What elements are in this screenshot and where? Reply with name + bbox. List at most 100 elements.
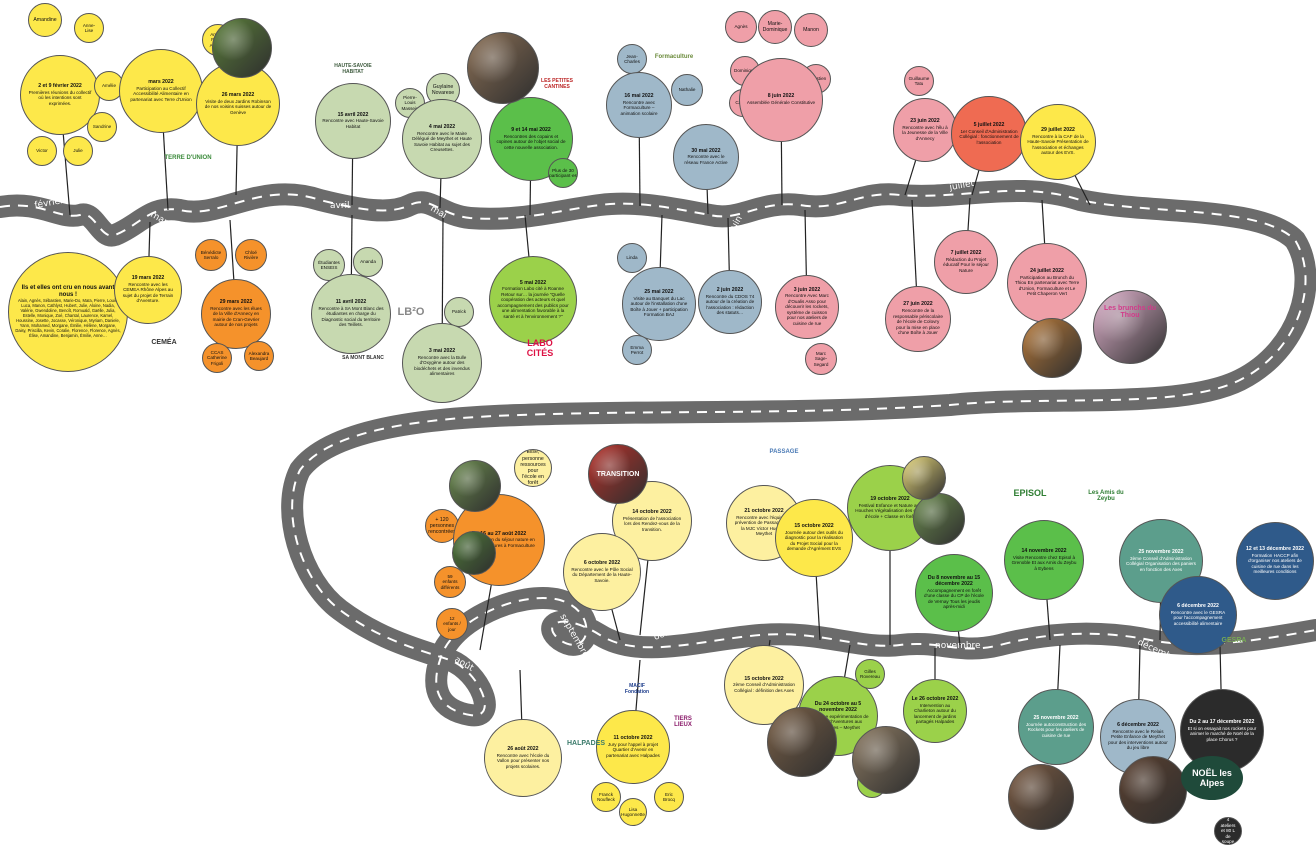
person-name: 12 enfants / jour bbox=[443, 615, 461, 632]
person-bubble: CCAS Catherine Frigoli bbox=[202, 343, 232, 373]
event-date: 15 octobre 2022 bbox=[744, 675, 784, 682]
logo-formaculture: Formaculture bbox=[654, 54, 694, 60]
event-date: Du 24 octobre au 5 novembre 2022 bbox=[814, 700, 862, 713]
event-description: Visite au Banquet du Lac autour de l'ins… bbox=[630, 295, 688, 318]
person-bubble: Marc Sage-Segard bbox=[805, 343, 837, 375]
photo-circle bbox=[1119, 756, 1187, 824]
event-date: 29 juillet 2022 bbox=[1041, 127, 1075, 134]
photo-circle bbox=[212, 18, 272, 78]
person-name: Victor bbox=[36, 148, 48, 154]
person-bubble: Emma Perrot bbox=[622, 335, 652, 365]
event-date: 2 juin 2022 bbox=[716, 287, 744, 294]
person-bubble: Alexandra Beaujard bbox=[244, 341, 274, 371]
photo-circle bbox=[452, 531, 496, 575]
event-description: Rencontre du CDOS 74 autour de la créati… bbox=[705, 293, 755, 316]
person-bubble: 59 enfants différents bbox=[434, 566, 466, 598]
event-description: Rencontre avec le Maire Délégué de Meyth… bbox=[412, 130, 472, 153]
event-date: Du 2 au 17 décembre 2022 bbox=[1189, 718, 1255, 725]
event-date: 7 juillet 2022 bbox=[950, 249, 982, 256]
logo-lb2o: LB²O bbox=[397, 306, 425, 318]
month-label-avril: avril bbox=[330, 201, 350, 211]
logo-amis-zeybu: Les Amis du Zeybu bbox=[1088, 490, 1124, 502]
person-name: CCAS Catherine Frigoli bbox=[207, 349, 227, 366]
person-bubble: Chloé Rivière bbox=[235, 239, 267, 271]
event-description: Rencontre avec le Pôle Social du Départe… bbox=[571, 566, 633, 583]
event-date: 24 juillet 2022 bbox=[1030, 268, 1064, 275]
person-name: Étudiantes ENSEIS bbox=[318, 259, 340, 271]
person-name: Lisa Hugonnette bbox=[621, 806, 645, 818]
photo-circle bbox=[467, 32, 539, 104]
person-bubble: Gilles Rovereau bbox=[855, 659, 885, 689]
event-date: 30 mai 2022 bbox=[691, 147, 721, 154]
person-name: Emma Perrot bbox=[630, 344, 644, 356]
person-name: Patrick bbox=[451, 309, 467, 315]
person-name: Franck Noufleck bbox=[597, 791, 615, 803]
logo-sa-mont-blanc: SA MONT BLANC bbox=[342, 355, 384, 361]
person-name: Bénédicte Serralo bbox=[200, 249, 222, 261]
event-date: mars 2022 bbox=[148, 78, 174, 85]
logo-macif: MACIF Fondation bbox=[624, 683, 650, 695]
event-description: Deuxième expérimentation de Terrain d'Av… bbox=[807, 713, 869, 730]
event-date: 8 juin 2022 bbox=[767, 93, 795, 100]
event-description: Visite Rencontre chez Episol à Grenoble … bbox=[1011, 554, 1077, 571]
person-name: Guillaume Tatu bbox=[908, 75, 930, 87]
photo-circle bbox=[1008, 764, 1074, 830]
event-date: 29 mars 2022 bbox=[219, 299, 253, 306]
person-bubble: Julie bbox=[63, 136, 93, 166]
event-date: 15 avril 2022 bbox=[337, 111, 369, 118]
person-bubble: Agnès bbox=[725, 11, 757, 43]
logo-terre-union: TERRE D'UNION bbox=[164, 155, 212, 161]
person-name: Anne-Lise bbox=[82, 22, 96, 34]
person-name: Agnès bbox=[734, 24, 748, 30]
person-bubble: Amandine bbox=[28, 3, 62, 37]
month-label-février: février bbox=[34, 195, 65, 211]
person-bubble: Patrick bbox=[444, 297, 474, 327]
event-description: Festival Enfance et Nature aux Houches V… bbox=[855, 502, 925, 519]
logo-passage: PASSAGE bbox=[769, 449, 799, 455]
event-date: 26 mars 2022 bbox=[221, 91, 255, 98]
person-bubble: Guillaume Tatu bbox=[904, 66, 934, 96]
event-date: 14 novembre 2022 bbox=[1021, 547, 1067, 554]
event-date: 5 mai 2022 bbox=[519, 279, 547, 286]
logo-labo-cites: LABO CITÉS bbox=[526, 338, 554, 358]
logo-brunch: Les brunchs du Thiou bbox=[1103, 305, 1157, 319]
person-bubble: Eric Brocq bbox=[654, 782, 684, 812]
event-date: 21 octobre 2022 bbox=[744, 508, 784, 515]
person-name: Nathalie bbox=[678, 87, 696, 93]
person-name: Jean-Charles bbox=[624, 53, 640, 65]
person-bubble: Ananda bbox=[353, 247, 383, 277]
photo-circle bbox=[913, 493, 965, 545]
person-bubble: Lisa Hugonnette bbox=[619, 798, 647, 826]
event-description: Rencontre avec Haute-Savoie Habitat bbox=[322, 118, 384, 129]
logo-gesra: GESRA bbox=[1221, 636, 1247, 644]
event-description: Alain, Agnès, Sébastien, Marie-Do, Maïa,… bbox=[15, 298, 121, 338]
event-date: 15 octobre 2022 bbox=[794, 523, 834, 530]
event-description: Journée autour des outils du diagnostic … bbox=[784, 529, 844, 552]
event-description: Rencontre à la CAF de la Haute-Savoie Pr… bbox=[1027, 133, 1089, 156]
event-date: 6 décembre 2022 bbox=[1177, 602, 1219, 609]
person-bubble: Plus de 30 participant·es bbox=[548, 158, 578, 188]
event-description: 3ème Conseil d'Administration Collégial … bbox=[1126, 555, 1196, 572]
event-date: 26 août 2022 bbox=[507, 745, 539, 752]
event-description: Présentation de l'association lors des R… bbox=[622, 515, 682, 532]
logo-halpades: HALPADES bbox=[567, 739, 605, 747]
person-name: Linda bbox=[626, 255, 638, 261]
person-bubble: Nathalie bbox=[671, 74, 703, 106]
event-date: 11 octobre 2022 bbox=[613, 734, 653, 741]
